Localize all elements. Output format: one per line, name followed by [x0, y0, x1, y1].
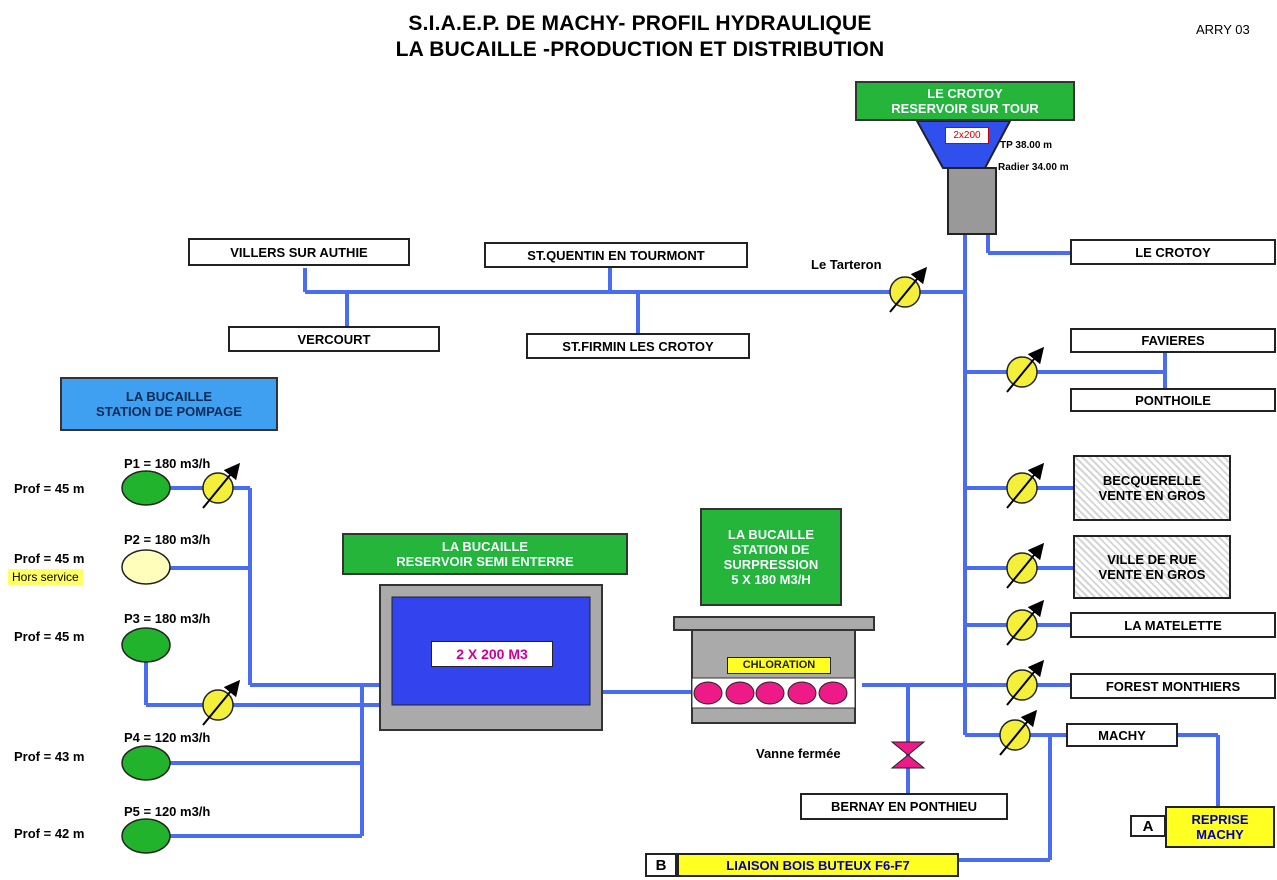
reservoir-line-2: RESERVOIR SEMI ENTERRE — [396, 554, 574, 569]
pump-5-rate: P5 = 120 m3/h — [124, 804, 211, 819]
flow-meter-icon — [1006, 542, 1045, 589]
pump-3-rate: P3 = 180 m3/h — [124, 611, 211, 626]
dest-bernay: BERNAY EN PONTHIEU — [800, 793, 1008, 820]
reservoir-capacity: 2 X 200 M3 — [431, 641, 553, 667]
tarteron-label: Le Tarteron — [811, 257, 882, 272]
flow-meter-icon — [889, 266, 928, 313]
flow-meter-icon — [1006, 599, 1045, 646]
pump-2-depth: Prof = 45 m — [14, 551, 85, 566]
liaison-bois-buteux-box: LIAISON BOIS BUTEUX F6-F7 — [677, 853, 959, 877]
reservoir-label: LA BUCAILLE RESERVOIR SEMI ENTERRE — [342, 533, 628, 575]
dest-vercourt: VERCOURT — [228, 326, 440, 352]
pump-1-depth: Prof = 45 m — [14, 481, 85, 496]
surpression-building — [691, 629, 856, 724]
title-line-1: S.I.A.E.P. DE MACHY- PROFIL HYDRAULIQUE — [408, 12, 872, 35]
closed-valve-label: Vanne fermée — [756, 746, 841, 761]
document-code: ARRY 03 — [1196, 22, 1250, 37]
closed-valve-icon — [890, 741, 926, 769]
ville-de-rue-line-1: VILLE DE RUE — [1107, 552, 1197, 567]
dest-le-crotoy: LE CROTOY — [1070, 239, 1276, 265]
dest-machy: MACHY — [1066, 723, 1178, 747]
surpression-line-4: 5 X 180 M3/H — [731, 572, 811, 587]
dest-ville-de-rue: VILLE DE RUE VENTE EN GROS — [1073, 535, 1231, 599]
pumping-station-label: LA BUCAILLE STATION DE POMPAGE — [60, 377, 278, 431]
title-line-2: LA BUCAILLE -PRODUCTION ET DISTRIBUTION — [395, 38, 885, 61]
ville-de-rue-line-2: VENTE EN GROS — [1098, 567, 1206, 582]
pumping-station-line-1: LA BUCAILLE — [125, 389, 213, 404]
pump-2-rate: P2 = 180 m3/h — [124, 532, 211, 547]
surpression-line-1: LA BUCAILLE — [727, 527, 815, 542]
dest-favieres: FAVIERES — [1070, 328, 1276, 353]
tower-shaft — [947, 167, 997, 235]
flow-meter-icon — [202, 679, 241, 726]
flow-meter-icon — [1006, 346, 1045, 393]
tower-name-line-1: LE CROTOY — [927, 86, 1003, 101]
tower-name-line-2: RESERVOIR SUR TOUR — [891, 101, 1039, 116]
tower-radier-level: Radier 34.00 m — [998, 162, 1069, 173]
pump-5-depth: Prof = 42 m — [14, 826, 85, 841]
surpression-line-3: SURPRESSION — [723, 557, 819, 572]
reprise-machy-box: REPRISE MACHY — [1165, 806, 1275, 848]
flow-meter-icon — [202, 462, 241, 509]
pump-4-depth: Prof = 43 m — [14, 749, 85, 764]
flow-meters — [202, 266, 1045, 756]
pump-2-status: Hors service — [8, 569, 83, 585]
dest-st-quentin: ST.QUENTIN EN TOURMONT — [484, 242, 748, 268]
link-a-letter: A — [1130, 815, 1166, 837]
surpression-line-2: STATION DE — [732, 542, 810, 557]
pump-4-rate: P4 = 120 m3/h — [124, 730, 211, 745]
pump-3-depth: Prof = 45 m — [14, 629, 85, 644]
surpression-roof — [673, 616, 875, 631]
reservoir-line-1: LA BUCAILLE — [441, 539, 529, 554]
dest-st-firmin: ST.FIRMIN LES CROTOY — [526, 333, 750, 359]
becquerelle-line-1: BECQUERELLE — [1102, 473, 1202, 488]
dest-villers: VILLERS SUR AUTHIE — [188, 238, 410, 266]
dest-becquerelle: BECQUERELLE VENTE EN GROS — [1073, 455, 1231, 521]
flow-meter-icon — [999, 709, 1038, 756]
becquerelle-line-2: VENTE EN GROS — [1098, 488, 1206, 503]
tower-tp-level: TP 38.00 m — [1000, 140, 1053, 151]
dest-la-matelette: LA MATELETTE — [1070, 612, 1276, 638]
surpression-pumps — [693, 681, 848, 705]
chloration-label: CHLORATION — [727, 657, 831, 674]
wells — [121, 470, 171, 854]
surpression-label: LA BUCAILLE STATION DE SURPRESSION 5 X 1… — [700, 508, 842, 606]
dest-forest-monthiers: FOREST MONTHIERS — [1070, 673, 1276, 699]
pump-1-rate: P1 = 180 m3/h — [124, 456, 211, 471]
tower-capacity: 2x200 — [945, 127, 989, 144]
tower-label: LE CROTOY RESERVOIR SUR TOUR — [855, 81, 1075, 121]
pumping-station-line-2: STATION DE POMPAGE — [96, 404, 242, 419]
link-b-letter: B — [645, 853, 677, 877]
flow-meter-icon — [1006, 659, 1045, 706]
reprise-line-1: REPRISE — [1191, 812, 1249, 827]
flow-meter-icon — [1006, 462, 1045, 509]
reprise-line-2: MACHY — [1196, 827, 1244, 842]
dest-ponthoile: PONTHOILE — [1070, 388, 1276, 412]
